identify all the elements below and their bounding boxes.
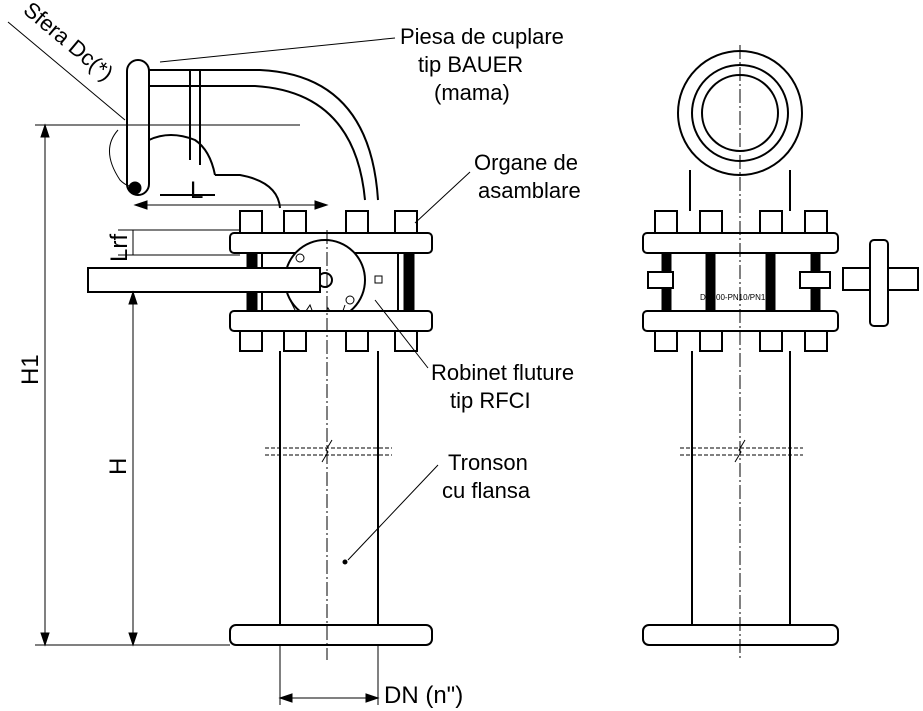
dim-dn-label: DN (n") [384,682,463,709]
leader-lines [7,21,471,561]
pipe-label-2: cu flansa [442,478,531,503]
valve-label-1: Robinet fluture [431,360,574,385]
coupling-ring [126,59,150,196]
front-nut-bot-1 [654,330,678,352]
flange-plate-bottom [229,310,433,332]
nut-bot-3 [345,330,369,352]
text-labels: Sfera Dc(*) Piesa de cuplare tip BAUER (… [17,0,581,709]
front-stud-3 [765,252,776,312]
butterfly-valve [87,239,415,328]
dn-arrow-left [278,693,293,703]
h-arrow-top [128,290,138,305]
valve-handle [87,267,321,293]
elbow-contour [148,134,216,176]
front-nut-bot-2 [699,330,723,352]
nut-top-4 [394,210,418,234]
lower-flange [229,310,433,352]
front-nut-top-2 [699,210,723,234]
front-nut-top-4 [804,210,828,234]
front-nut-top-3 [759,210,783,234]
front-stud-2 [705,252,716,312]
sphere-marker [128,181,142,195]
coupling-label-3: (mama) [434,80,510,105]
screw-2 [345,295,355,305]
dim-lrf-label: Lrf [106,234,133,262]
bauer-coupling [109,59,379,209]
valve-marking-text: DN100-PN10/PN16 [700,293,770,302]
front-body-lug-right [799,271,831,289]
coupling-label-1: Piesa de cuplare [400,24,564,49]
dimensions [35,123,380,705]
pipe-leader-dot [342,559,348,565]
l-arrow-right [314,200,329,210]
assembly-label-1: Organe de [474,150,578,175]
nut-top-2 [283,210,307,234]
coupling-leader [159,37,396,63]
screw-1 [295,253,305,263]
dn-arrow-right [365,693,380,703]
l-arrow-left [133,200,148,210]
nut-bot-2 [283,330,307,352]
coupling-label-2: tip BAUER [418,52,523,77]
pipe-section [229,230,433,660]
elbow-inner [215,174,281,209]
assembly-leader [414,171,471,224]
valve-label-2: tip RFCI [450,388,531,413]
valve-leader [374,299,429,369]
front-nut-bot-3 [759,330,783,352]
h1-arrow-bottom [40,632,50,647]
front-nut-bot-4 [804,330,828,352]
sphere-leader [7,21,126,121]
pipe-leader [347,464,439,561]
dim-h-label: H [105,458,132,475]
dim-h1-label: H1 [17,354,44,385]
front-view: DN100-PN10/PN16 [642,45,919,660]
front-body-lug-left [647,271,674,289]
front-handle-grip [869,239,889,327]
nut-top-3 [345,210,369,234]
h-arrow-bottom [128,632,138,647]
nut-top-1 [239,210,263,234]
front-nut-top-1 [654,210,678,234]
assembly-label-2: asamblare [478,178,581,203]
h1-arrow-top [40,123,50,138]
nut-bot-1 [239,330,263,352]
bolt-stud-2 [403,252,415,312]
elbow-outer-2 [149,85,366,201]
elbow-outer [149,69,379,201]
side-view [7,21,471,705]
dim-l-label: L [190,177,203,204]
base-flange [229,624,433,646]
lock-pin [374,275,383,284]
pipe-label-1: Tronson [448,450,528,475]
nut-bot-4 [394,330,418,352]
